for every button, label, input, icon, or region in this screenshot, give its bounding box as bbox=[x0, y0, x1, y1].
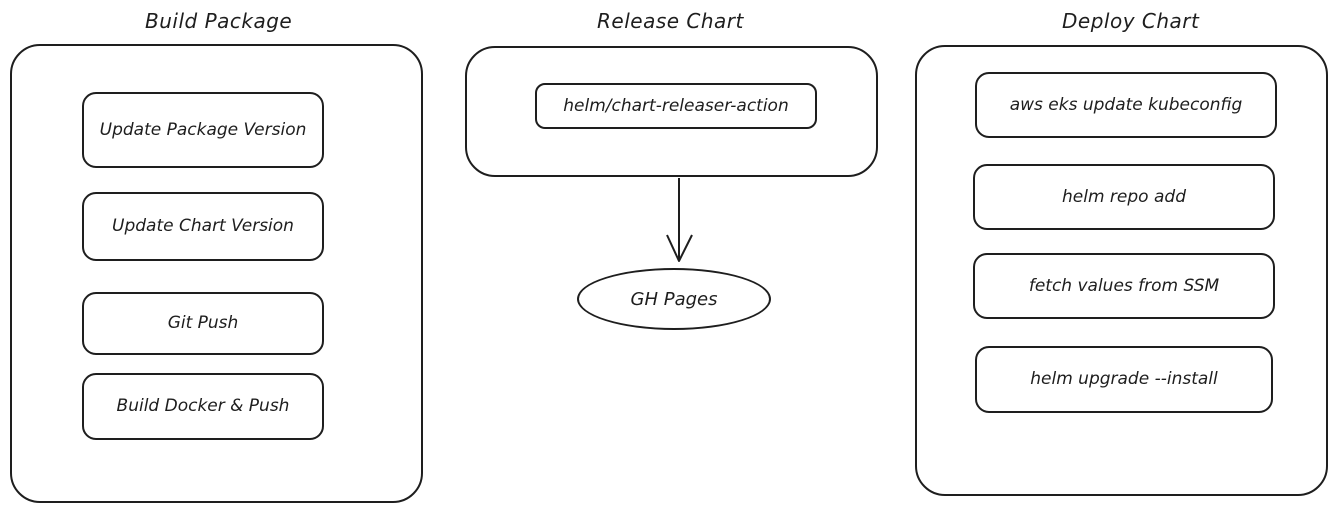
helm-upgrade-install-step[interactable]: helm upgrade --install bbox=[975, 346, 1273, 413]
arrow-head bbox=[666, 234, 693, 262]
git-push-step[interactable]: Git Push bbox=[82, 292, 324, 355]
build-docker-push-step[interactable]: Build Docker & Push bbox=[82, 373, 324, 440]
build-package-title: Build Package bbox=[145, 9, 293, 33]
aws-eks-update-kubeconfig-step[interactable]: aws eks update kubeconfig bbox=[975, 72, 1277, 138]
update-chart-version-step[interactable]: Update Chart Version bbox=[82, 192, 324, 261]
chart-releaser-action-step[interactable]: helm/chart-releaser-action bbox=[535, 83, 817, 129]
deploy-chart-title: Deploy Chart bbox=[1062, 9, 1200, 33]
helm-repo-add-step[interactable]: helm repo add bbox=[973, 164, 1275, 230]
fetch-values-from-ssm-step[interactable]: fetch values from SSM bbox=[973, 253, 1275, 319]
release-chart-title: Release Chart bbox=[597, 9, 744, 33]
update-package-version-step[interactable]: Update Package Version bbox=[82, 92, 324, 168]
gh-pages-node[interactable]: GH Pages bbox=[577, 268, 771, 330]
